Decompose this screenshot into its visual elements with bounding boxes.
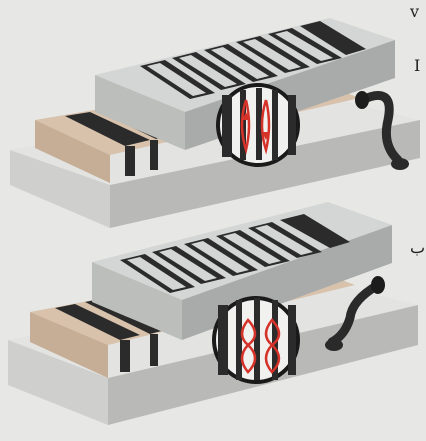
edge-glyph-lower: ب [410, 238, 425, 257]
chuck-top [10, 18, 420, 228]
flux-zoom-top [218, 85, 298, 165]
chuck-bottom [8, 202, 418, 425]
edge-glyph-upper: I [414, 56, 420, 75]
brass-bar-front-2 [150, 140, 158, 170]
flux-zoom-bottom [214, 298, 298, 382]
brass-bar-front-3 [120, 340, 130, 372]
edge-glyph-top: v [410, 2, 419, 21]
brass-bar-front-4 [150, 334, 158, 366]
brass-bar-front-1 [125, 146, 135, 176]
